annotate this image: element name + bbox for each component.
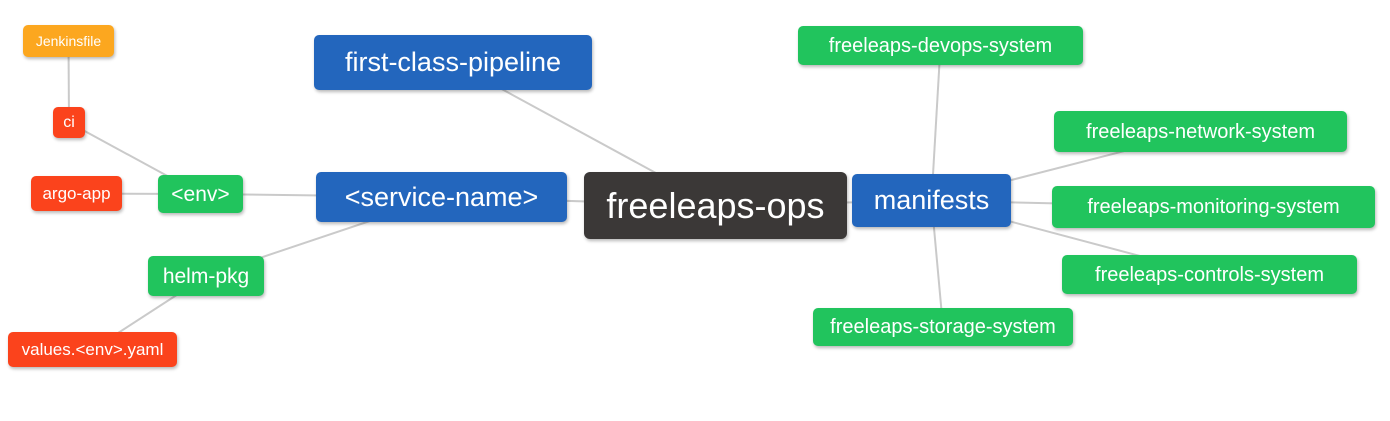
node-env[interactable]: <env> — [158, 175, 243, 213]
node-helm-pkg[interactable]: helm-pkg — [148, 256, 264, 296]
node-first-class-pipeline[interactable]: first-class-pipeline — [314, 35, 592, 90]
node-jenkinsfile[interactable]: Jenkinsfile — [23, 25, 114, 57]
node-ci[interactable]: ci — [53, 107, 85, 138]
node-argo-app[interactable]: argo-app — [31, 176, 122, 211]
node-freeleaps-ops[interactable]: freeleaps-ops — [584, 172, 847, 239]
node-freeleaps-devops-system[interactable]: freeleaps-devops-system — [798, 26, 1083, 65]
node-freeleaps-network-system[interactable]: freeleaps-network-system — [1054, 111, 1347, 152]
node-values-env-yaml[interactable]: values.<env>.yaml — [8, 332, 177, 367]
node-freeleaps-storage-system[interactable]: freeleaps-storage-system — [813, 308, 1073, 346]
node-manifests[interactable]: manifests — [852, 174, 1011, 227]
node-freeleaps-monitoring-system[interactable]: freeleaps-monitoring-system — [1052, 186, 1375, 228]
node-service-name[interactable]: <service-name> — [316, 172, 567, 222]
node-freeleaps-controls-system[interactable]: freeleaps-controls-system — [1062, 255, 1357, 294]
